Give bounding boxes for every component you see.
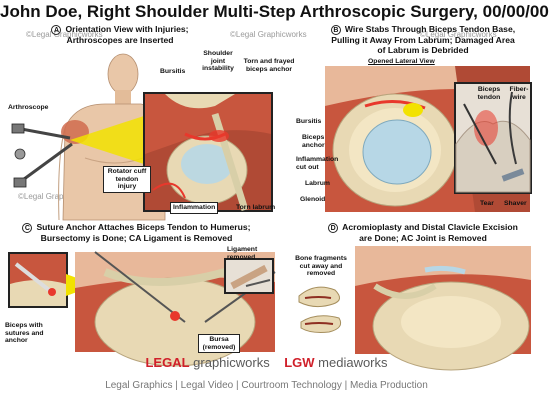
label-torn-biceps-anchor: Torn and frayed biceps anchor xyxy=(243,58,295,73)
panel-c-anchor-inset xyxy=(8,252,68,308)
footer-brand: LEGAL graphicworks LGW mediaworks xyxy=(145,355,388,370)
label-bone-fragments: Bone fragments cut away and removed xyxy=(295,255,347,278)
label-shaver: Shaver xyxy=(504,200,527,207)
panel-d-letter-badge: D xyxy=(328,223,339,233)
label-torn-labrum: Torn labrum xyxy=(236,204,276,211)
label-b-bursitis: Bursitis xyxy=(296,118,322,125)
label-tear: Tear xyxy=(480,200,494,207)
footer-subline: Legal Graphics | Legal Video | Courtroom… xyxy=(105,380,428,391)
label-rotator-cuff: Rotator cuff tendon injury xyxy=(103,166,151,193)
label-labrum: Labrum xyxy=(305,180,330,187)
panel-b-letter-badge: B xyxy=(330,25,341,35)
panel-b-arthroscopic-inset xyxy=(454,82,532,194)
panel-c-ligament-inset xyxy=(224,258,274,294)
label-biceps-with-sutures: Biceps with sutures and anchor xyxy=(5,322,44,345)
label-bursitis: Bursitis xyxy=(160,68,186,75)
watermark-text: ©Legal Graphicworks xyxy=(420,30,497,39)
label-opened-lateral-view: Opened Lateral View xyxy=(368,58,435,65)
label-biceps-tendon: Biceps tendon xyxy=(477,86,501,101)
label-glenoid: Glenoid xyxy=(300,196,326,203)
label-bursa-removed: Bursa (removed) xyxy=(198,334,240,354)
label-arthroscope: Arthroscope xyxy=(8,104,49,111)
callout-pointer xyxy=(70,110,150,170)
label-biceps-anchor: Biceps anchor xyxy=(302,134,325,149)
panel-d-joint-illustration xyxy=(355,246,531,371)
label-shoulder-instability: Shoulder joint instability xyxy=(202,50,234,73)
panel-c-letter-badge: C xyxy=(22,223,33,233)
page-title: John Doe, Right Shoulder Multi-Step Arth… xyxy=(0,2,549,21)
label-inflammation-cut-out: Inflammation cut out xyxy=(296,156,339,171)
panel-a-letter-badge: A xyxy=(51,25,62,35)
label-ligament-removed: Ligament removed xyxy=(227,246,258,261)
bone-fragments-illustration xyxy=(295,280,349,336)
panel-a-shoulder-inset xyxy=(143,92,273,212)
arthroscope-icon xyxy=(10,118,80,198)
watermark-text: ©Legal Graphicworks xyxy=(26,30,103,39)
watermark-text: ©Legal Graphicworks xyxy=(230,30,307,39)
label-fiber-wire: Fiber-wire xyxy=(509,86,529,101)
watermark-text: ©Legal Graphicworks xyxy=(18,192,95,201)
label-inflammation: Inflammation xyxy=(170,202,219,214)
